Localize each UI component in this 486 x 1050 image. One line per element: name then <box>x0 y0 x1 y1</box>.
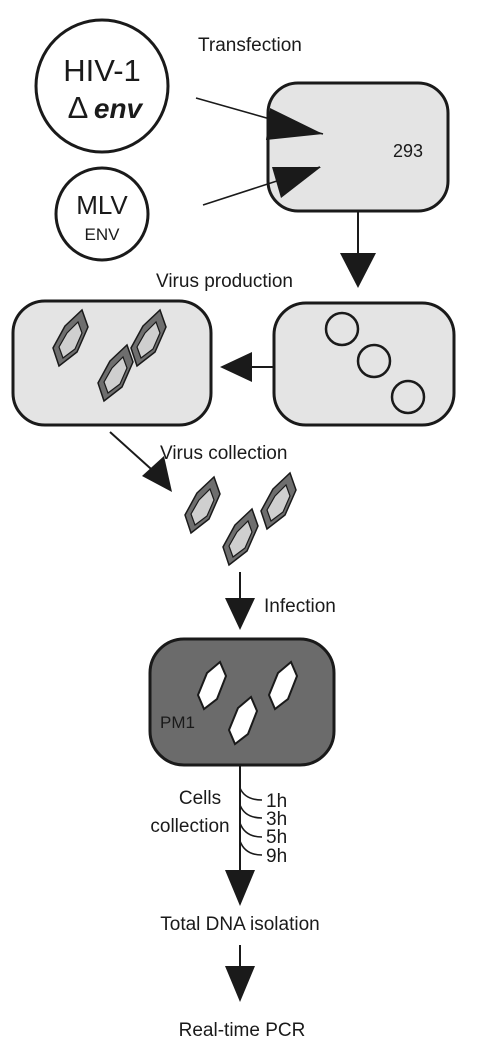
timepoint-tick <box>239 804 263 819</box>
timepoint-label: 3h <box>266 809 287 830</box>
budding-particle <box>324 311 360 347</box>
timepoint-tick <box>239 787 263 801</box>
virus-production-label: Virus production <box>156 271 293 292</box>
timepoint-label: 1h <box>266 791 287 812</box>
transfection-label: Transfection <box>198 35 302 56</box>
timepoint-ticks <box>239 787 263 856</box>
timepoint-tick <box>239 840 263 856</box>
virion-release-cell <box>11 299 213 427</box>
hiv-plasmid-env: env <box>94 93 144 124</box>
virion-icon <box>184 475 221 535</box>
arrowhead-to-virion-cell <box>220 352 252 382</box>
arrowhead-to-pcr <box>225 966 255 1002</box>
hiv-plasmid-delta: Δ <box>68 90 89 125</box>
mlv-plasmid: MLV ENV <box>54 166 150 262</box>
budding-particle <box>356 343 392 379</box>
producer-cell-label: 293 <box>393 141 423 161</box>
pcr-label: Real-time PCR <box>179 1020 306 1041</box>
budding-particle <box>390 379 426 415</box>
virion-icon <box>260 471 297 531</box>
target-cell-label: PM1 <box>160 713 195 732</box>
virion-icon <box>97 343 134 403</box>
arrowhead-to-collection <box>142 456 172 492</box>
cells-collection-label-line2: collection <box>150 816 229 837</box>
infected-virion-icon <box>196 660 228 711</box>
timepoint-tick <box>239 822 263 838</box>
infected-virion-icon <box>227 695 259 746</box>
target-cell-pm1: PM1 <box>148 637 336 767</box>
producer-cell-293: 293 <box>266 81 450 213</box>
arrowhead-to-production <box>340 253 376 288</box>
timepoint-label: 5h <box>266 827 287 848</box>
dna-isolation-label: Total DNA isolation <box>160 914 319 935</box>
collected-virions <box>184 471 297 567</box>
infection-label: Infection <box>264 596 336 617</box>
mlv-plasmid-name: MLV <box>76 190 128 220</box>
virion-icon <box>222 507 259 567</box>
infected-virion-icon <box>267 660 299 711</box>
mlv-plasmid-env: ENV <box>85 225 121 244</box>
virion-icon <box>130 308 167 368</box>
transfection-arrowhead-mlv <box>272 167 321 198</box>
virion-icon <box>52 308 89 368</box>
hiv-plasmid: HIV-1 Δ env <box>34 18 170 154</box>
transfection-arrowhead-hiv <box>266 108 323 140</box>
virus-collection-label: Virus collection <box>160 443 287 464</box>
virus-producing-cell <box>272 301 456 427</box>
arrowhead-to-dna-isolation <box>225 870 255 906</box>
cells-collection-label-line1: Cells <box>179 788 221 809</box>
timepoint-label: 9h <box>266 846 287 867</box>
arrowhead-to-infection <box>225 598 255 630</box>
hiv-plasmid-name: HIV-1 <box>63 53 141 88</box>
